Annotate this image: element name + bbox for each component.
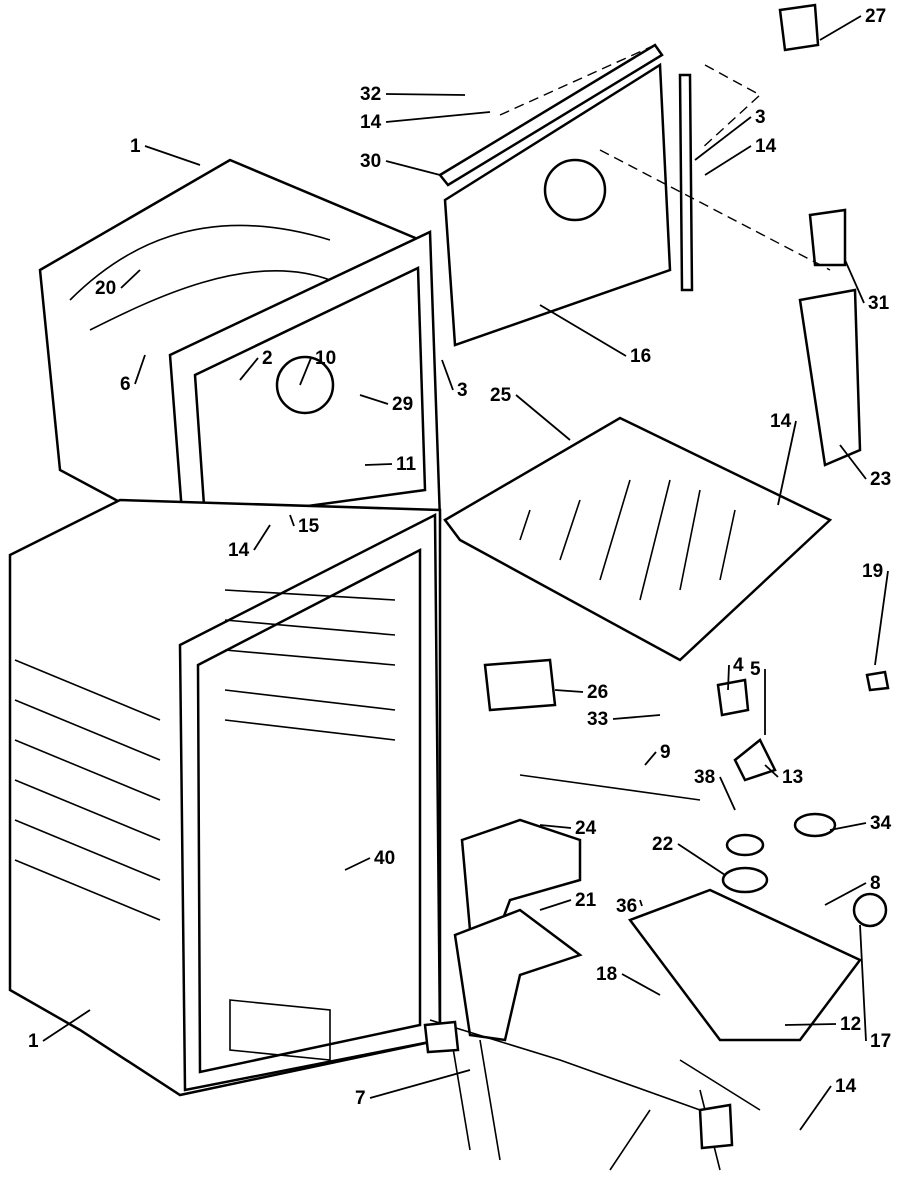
callout-leader-line bbox=[539, 899, 572, 911]
callout-label: 38 bbox=[694, 767, 715, 788]
callout-leader-line bbox=[819, 15, 862, 41]
callout-label: 26 bbox=[587, 682, 608, 703]
callout-leader-line bbox=[704, 145, 752, 176]
callout-leader-line bbox=[344, 857, 371, 871]
callout-leader-line bbox=[441, 359, 454, 391]
callout-leader-line bbox=[134, 354, 146, 385]
callout-label: 9 bbox=[660, 742, 671, 763]
callout-label: 36 bbox=[616, 896, 637, 917]
callout-leader-line bbox=[874, 570, 889, 666]
callout-label: 12 bbox=[840, 1014, 861, 1035]
callout-label: 3 bbox=[457, 380, 468, 401]
callout-leader-line bbox=[621, 973, 661, 996]
callout-leader-line bbox=[42, 1009, 91, 1042]
callout-label: 16 bbox=[630, 346, 651, 367]
callout-label: 11 bbox=[396, 454, 417, 475]
callout-leader-line bbox=[539, 824, 572, 829]
callout-leader-line bbox=[253, 524, 271, 551]
shelf-tray bbox=[443, 416, 833, 662]
callout-leader-line bbox=[777, 420, 797, 506]
callout-label: 14 bbox=[228, 540, 250, 561]
callout-leader-line bbox=[385, 111, 491, 123]
callout-label: 21 bbox=[575, 890, 597, 911]
callout-leader-line bbox=[612, 714, 661, 720]
callout-leader-line bbox=[829, 822, 867, 831]
fresh-food-liner bbox=[8, 498, 442, 1097]
callout-label: 3 bbox=[755, 107, 766, 128]
callout-label: 18 bbox=[596, 964, 617, 985]
callout-leader-line bbox=[364, 463, 393, 466]
dispenser-parts bbox=[423, 3, 890, 1171]
callout-label: 7 bbox=[355, 1088, 366, 1109]
callout-label: 14 bbox=[835, 1076, 857, 1097]
callout-label: 19 bbox=[862, 561, 883, 582]
callout-leader-line bbox=[677, 843, 726, 876]
callout-leader-line bbox=[359, 394, 389, 405]
callout-leader-line bbox=[784, 1023, 837, 1026]
callout-leader-line bbox=[839, 444, 867, 480]
callout-leader-line bbox=[644, 751, 657, 766]
callout-label: 14 bbox=[755, 136, 777, 157]
callout-leader-line bbox=[727, 664, 730, 691]
callout-leader-line bbox=[824, 882, 867, 906]
callout-label: 23 bbox=[870, 469, 891, 490]
callout-label: 31 bbox=[868, 293, 890, 314]
callout-leader-line bbox=[859, 924, 867, 1042]
callout-label: 24 bbox=[575, 818, 597, 839]
callout-leader-line bbox=[719, 776, 736, 811]
callout-leader-line bbox=[554, 689, 584, 693]
callout-label: 20 bbox=[95, 278, 116, 299]
callout-leader-line bbox=[120, 269, 141, 289]
callout-label: 1 bbox=[28, 1031, 39, 1052]
callout-label: 4 bbox=[733, 655, 744, 676]
callout-label: 8 bbox=[870, 873, 881, 894]
callout-label: 40 bbox=[374, 848, 395, 869]
callout-leader-line bbox=[639, 899, 643, 907]
callout-label: 6 bbox=[120, 374, 131, 395]
callout-leader-line bbox=[385, 93, 466, 96]
callout-leader-line bbox=[289, 514, 295, 527]
callout-label: 17 bbox=[870, 1031, 891, 1052]
callout-leader-line bbox=[799, 1085, 832, 1131]
evaporator-cover bbox=[438, 43, 694, 347]
callout-label: 29 bbox=[392, 394, 413, 415]
callout-label: 15 bbox=[298, 516, 320, 537]
callout-leader-line bbox=[385, 160, 441, 176]
callout-label: 14 bbox=[360, 112, 382, 133]
callout-label: 10 bbox=[315, 348, 336, 369]
callout-leader-line bbox=[144, 145, 201, 166]
callout-label: 32 bbox=[360, 84, 381, 105]
callout-label: 14 bbox=[770, 411, 792, 432]
callout-label: 25 bbox=[490, 385, 512, 406]
callout-label: 34 bbox=[870, 813, 892, 834]
callout-leader-line bbox=[539, 304, 627, 357]
callout-label: 27 bbox=[865, 6, 886, 27]
freezer-liner bbox=[38, 158, 442, 554]
callout-label: 33 bbox=[587, 709, 608, 730]
callout-leader-line bbox=[764, 764, 779, 778]
callout-label: 30 bbox=[360, 151, 381, 172]
callout-leader-line bbox=[369, 1069, 471, 1099]
callout-leader-line bbox=[299, 357, 312, 386]
callout-label: 22 bbox=[652, 834, 673, 855]
callout-label: 5 bbox=[750, 659, 761, 680]
callout-leader-line bbox=[239, 357, 259, 381]
callout-leader-line bbox=[844, 259, 865, 304]
callout-leader-line bbox=[694, 116, 752, 161]
callout-label: 2 bbox=[262, 348, 273, 369]
callout-label: 1 bbox=[130, 136, 141, 157]
callout-leader-line bbox=[515, 394, 571, 441]
callout-label: 13 bbox=[782, 767, 803, 788]
